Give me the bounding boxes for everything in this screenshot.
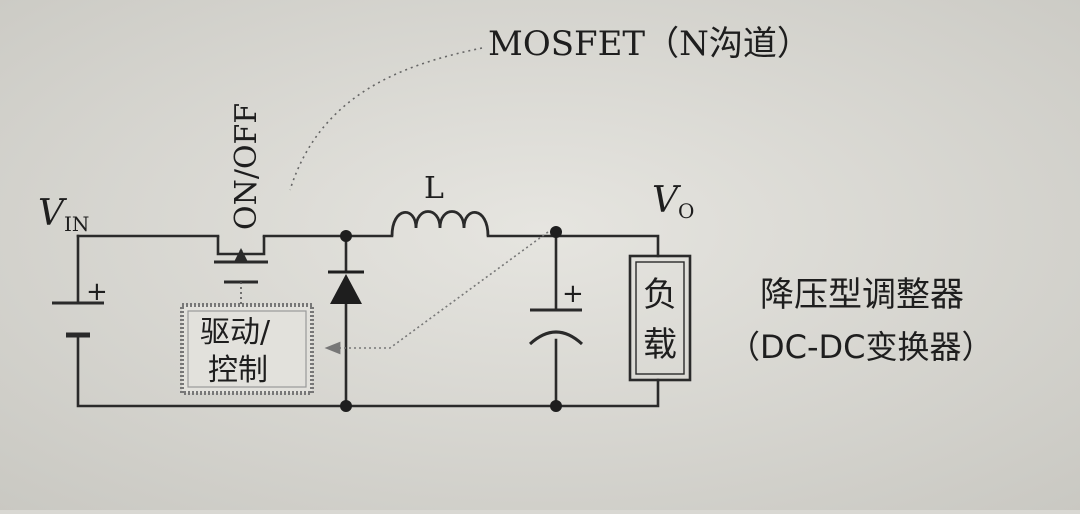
driver-control-inner-border (187, 310, 307, 388)
on-off-label: ON/OFF (229, 103, 264, 230)
mosfet-leader-line (289, 47, 483, 191)
driver-control-box (180, 303, 314, 395)
title-line1: 降压型调整器 (760, 275, 964, 315)
load-box-inner (635, 261, 685, 375)
mosfet-label: MOSFET（N沟道） (488, 24, 811, 64)
capacitor-plus-sign: + (562, 279, 584, 309)
mosfet-arrow-icon (234, 248, 248, 262)
inductor-symbol (390, 210, 490, 237)
load-box (628, 254, 692, 382)
driver-label-line2: 控制 (208, 353, 268, 388)
load-label-line2: 载 (643, 325, 677, 365)
battery-plus-sign: + (86, 277, 108, 307)
inductor-label: L (424, 171, 444, 206)
vin-label: VIN (38, 193, 89, 236)
junction-nodes (340, 226, 562, 412)
load-label-line1: 负 (643, 275, 677, 315)
capacitor-symbol (528, 308, 584, 346)
feedback-line (324, 231, 549, 355)
title-line2: （DC-DC变换器） (728, 328, 994, 366)
battery-symbol (52, 301, 104, 338)
diode-symbol (328, 270, 364, 304)
driver-label-line1: 驱动/ (200, 315, 271, 350)
vo-label: VO (652, 180, 694, 223)
